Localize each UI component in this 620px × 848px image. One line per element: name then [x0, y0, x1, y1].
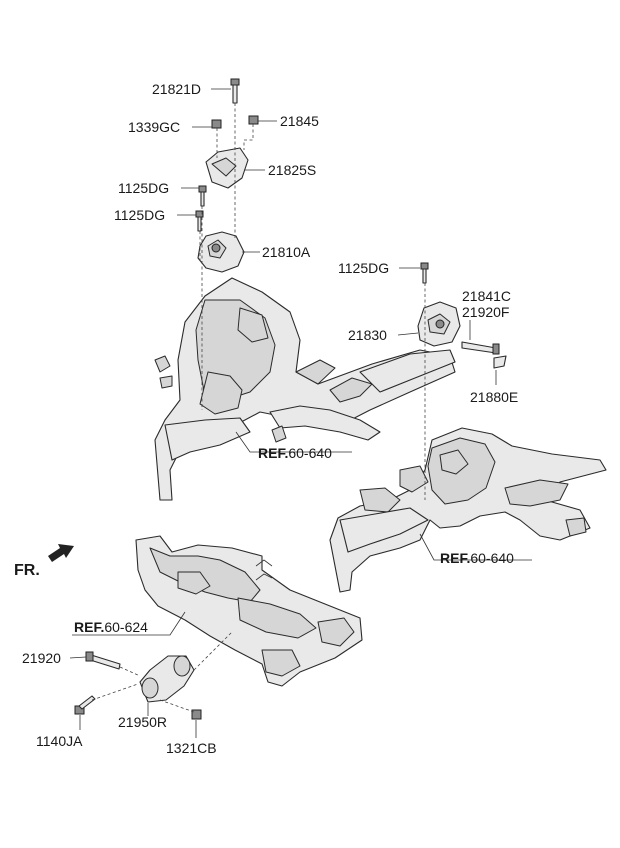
- label-1321cb[interactable]: 1321CB: [166, 740, 217, 756]
- label-21830[interactable]: 21830: [348, 327, 387, 343]
- ref-code: 60-640: [470, 550, 514, 566]
- ref-prefix: REF.: [74, 619, 104, 635]
- part-labels: 21821D 1339GC 21845 21825S 1125DG 1125DG…: [22, 81, 518, 756]
- right-side-member-assembly: [329, 427, 607, 593]
- roll-rod-assembly: [74, 651, 202, 720]
- bolt-21920f-icon: [461, 341, 497, 354]
- label-21825s[interactable]: 21825S: [268, 162, 316, 178]
- nut-21845-icon: [248, 115, 259, 125]
- label-1125dg-a[interactable]: 1125DG: [118, 180, 169, 196]
- label-1125dg-c[interactable]: 1125DG: [338, 260, 389, 276]
- ref-prefix: REF.: [440, 550, 470, 566]
- assembly-lines: [91, 103, 426, 713]
- label-1339gc[interactable]: 1339GC: [128, 119, 180, 135]
- nut-1339gc-icon: [211, 119, 222, 129]
- ref-60-640-upper[interactable]: REF.60-640: [258, 445, 332, 461]
- front-label: FR.: [14, 562, 40, 579]
- bracket-21880e-icon: [493, 355, 507, 369]
- ref-code: 60-624: [104, 619, 148, 635]
- label-1140ja[interactable]: 1140JA: [36, 733, 83, 749]
- transmission-mount: [417, 262, 507, 369]
- label-21950r[interactable]: 21950R: [118, 714, 167, 730]
- ref-60-624[interactable]: REF.60-624: [74, 619, 148, 635]
- front-arrow-icon: [48, 544, 74, 562]
- reference-labels: REF.60-640 REF.60-640 REF.60-624: [74, 445, 514, 635]
- label-1125dg-b[interactable]: 1125DG: [114, 207, 165, 223]
- leader-lines: [69, 88, 532, 738]
- label-21841c[interactable]: 21841C: [462, 288, 511, 304]
- bolt-1125dg-a-icon: [198, 185, 207, 193]
- engine-mount-upper: [195, 78, 259, 273]
- label-21821d[interactable]: 21821D: [152, 81, 201, 97]
- label-21880e[interactable]: 21880E: [470, 389, 518, 405]
- ref-code: 60-640: [288, 445, 332, 461]
- label-21810a[interactable]: 21810A: [262, 244, 311, 260]
- label-21845[interactable]: 21845: [280, 113, 319, 129]
- front-direction: FR.: [14, 544, 74, 579]
- ref-prefix: REF.: [258, 445, 288, 461]
- ref-60-640-lower[interactable]: REF.60-640: [440, 550, 514, 566]
- nut-1321cb-icon: [191, 709, 202, 720]
- bolt-21821d-icon: [230, 78, 240, 86]
- left-side-member-assembly: [154, 277, 456, 501]
- subframe-assembly: [135, 535, 363, 687]
- bolt-1125dg-c-icon: [420, 262, 429, 270]
- label-21920f[interactable]: 21920F: [462, 304, 509, 320]
- label-21920[interactable]: 21920: [22, 650, 61, 666]
